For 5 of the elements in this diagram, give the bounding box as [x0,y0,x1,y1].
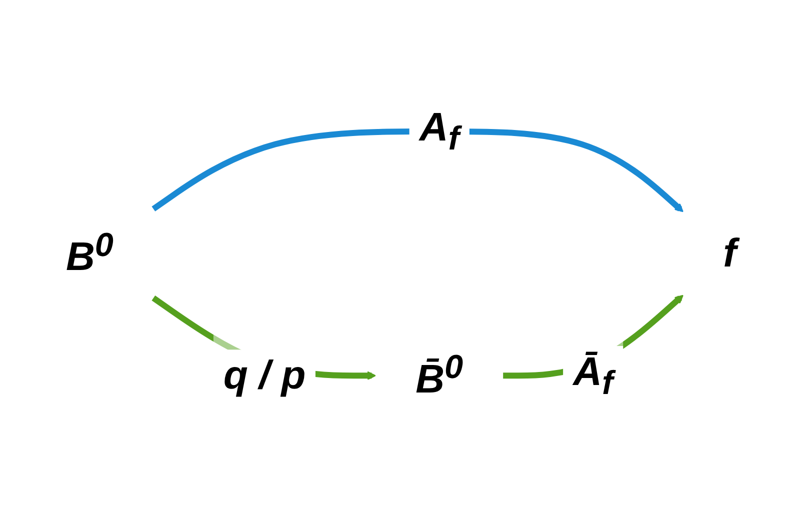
node-text: B̄$^{0}$ [415,348,463,401]
arrow [152,128,684,212]
edge-label: q / p [223,353,306,398]
edge-label: A$_{f}$ [419,105,460,158]
node-text: B$^{0}$ [66,226,114,279]
